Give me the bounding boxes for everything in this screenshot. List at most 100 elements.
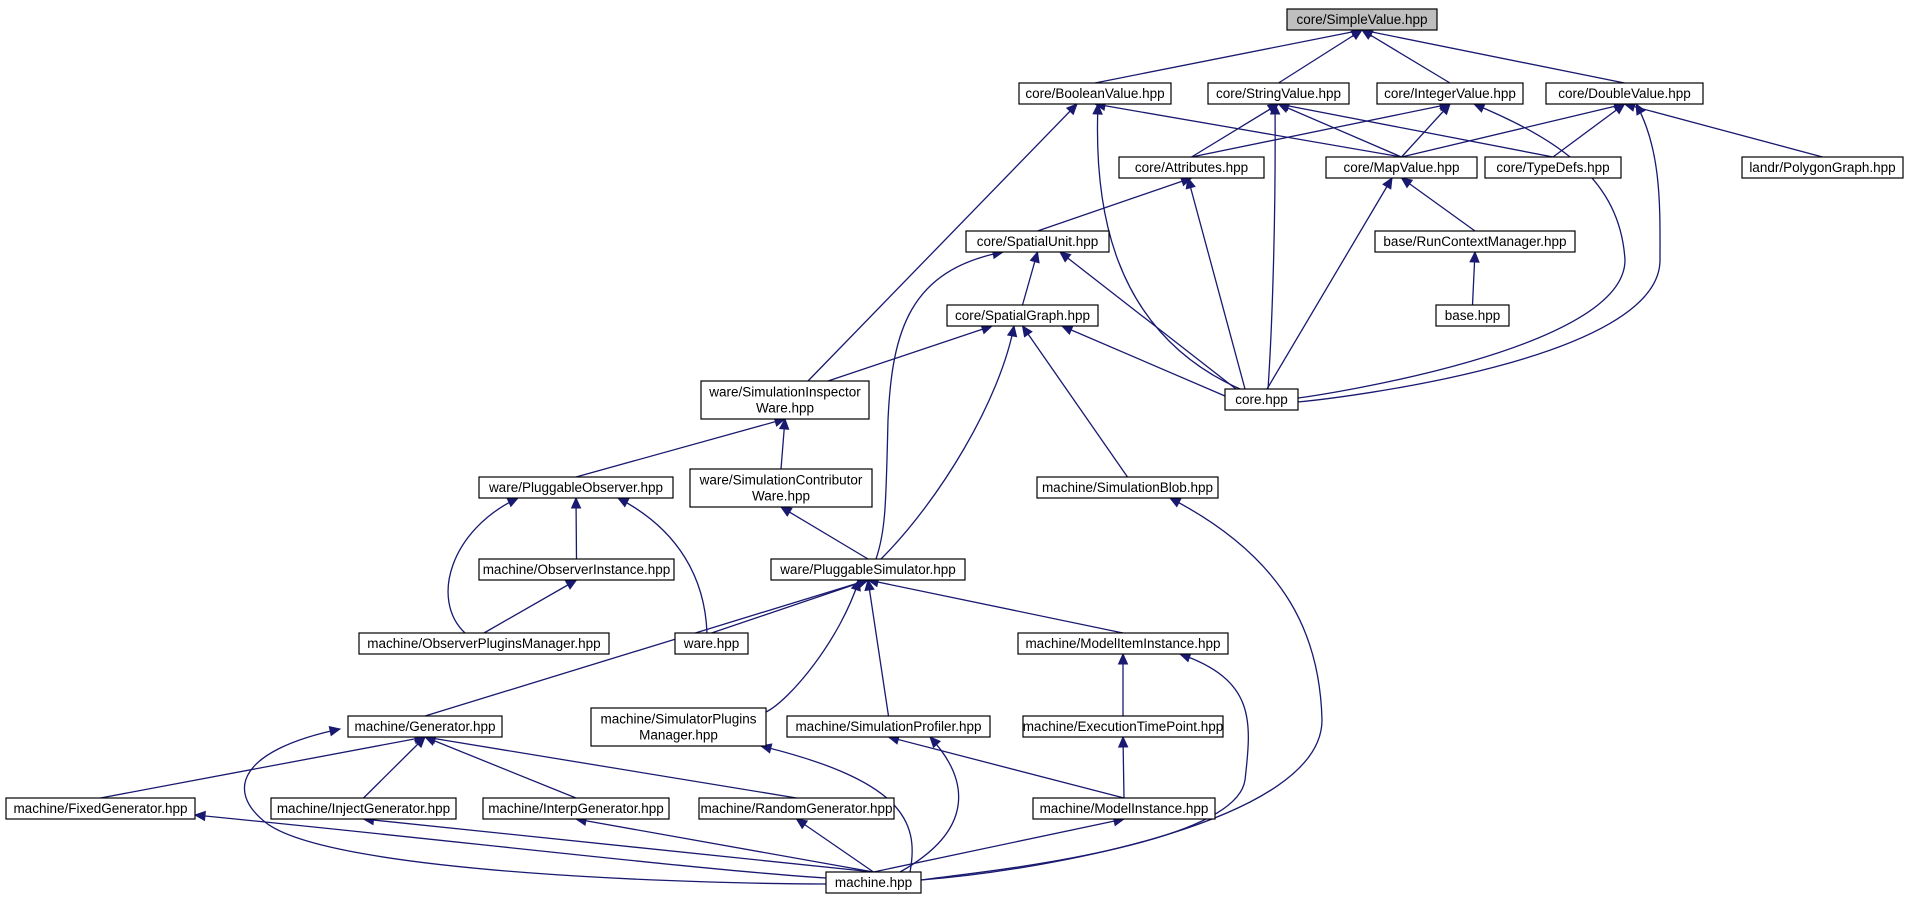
node-label: ware/PluggableSimulator.hpp [779,562,956,577]
edge-basehpp-includes-runcontextmanager [1469,250,1480,306]
edge-executiontimepoint-includes-modeliteminstance [1117,652,1129,716]
node-observerpluginsmanager[interactable]: machine/ObserverPluginsManager.hpp [358,632,610,655]
edge-machinehpp-includes-generator [243,725,827,885]
edge-pluggablesimulator-includes-simulationcontributorware [779,506,869,560]
edge-line [100,736,426,799]
edge-line [920,497,1323,881]
arrowhead-icon [328,725,342,737]
node-typedefs[interactable]: core/TypeDefs.hpp [1484,156,1622,179]
edge-mapvalue-includes-integervalue [1401,103,1451,158]
edge-doublevalue-includes-simplevalue [1360,26,1625,84]
edge-line [617,497,708,634]
arrowhead-icon [413,736,426,749]
node-corehpp[interactable]: core.hpp [1224,388,1299,411]
node-integervalue[interactable]: core/IntegerValue.hpp [1376,82,1524,105]
node-generator[interactable]: machine/Generator.hpp [347,715,503,738]
node-box [590,707,767,747]
edge-machinehpp-includes-interpgenerator [574,815,874,873]
node-box [5,797,196,820]
node-simplevalue[interactable]: core/SimpleValue.hpp [1286,8,1438,31]
arrowhead-icon [850,578,861,592]
node-box [1224,388,1299,411]
node-spatialgraph[interactable]: core/SpatialGraph.hpp [946,304,1099,327]
node-basehpp[interactable]: base.hpp [1435,304,1510,327]
node-label: machine/FixedGenerator.hpp [13,801,187,816]
node-observerinstance[interactable]: machine/ObserverInstance.hpp [478,558,675,581]
edge-line [424,736,797,799]
edge-corehpp-includes-attributes [1185,176,1246,390]
node-simulationblob[interactable]: machine/SimulationBlob.hpp [1036,476,1219,499]
node-box [358,632,610,655]
node-runcontextmanager[interactable]: base/RunContextManager.hpp [1374,230,1576,253]
node-box [698,797,895,820]
node-polygongraph[interactable]: landr/PolygonGraph.hpp [1741,156,1904,179]
node-pluggableobserver[interactable]: ware/PluggableObserver.hpp [478,476,674,499]
node-booleanvalue[interactable]: core/BooleanValue.hpp [1018,82,1172,105]
node-machinehpp[interactable]: machine.hpp [825,871,922,894]
node-box [478,476,674,499]
edge-line [1401,177,1476,232]
node-box [1435,304,1510,327]
edge-machinehpp-includes-fixedgenerator [193,810,827,879]
node-stringvalue[interactable]: core/StringValue.hpp [1207,82,1350,105]
edge-line [1059,251,1237,390]
node-label: core.hpp [1235,392,1288,407]
edge-line [873,818,1125,873]
node-doublevalue[interactable]: core/DoubleValue.hpp [1545,82,1704,105]
edge-interpgenerator-includes-generator [423,736,577,799]
node-executiontimepoint[interactable]: machine/ExecutionTimePoint.hpp [1022,715,1224,738]
node-attributes[interactable]: core/Attributes.hpp [1118,156,1265,179]
edge-line [1187,177,1246,390]
node-modelinstance[interactable]: machine/ModelInstance.hpp [1032,797,1216,820]
edge-line [194,814,827,879]
node-label: machine/ModelItemInstance.hpp [1025,636,1220,651]
edge-pluggablesimulator-includes-spatialunit [875,248,1005,560]
node-warehpp[interactable]: ware.hpp [674,632,749,655]
node-box [1118,156,1265,179]
edge-line [1552,103,1625,158]
edge-line [1021,325,1129,478]
edge-observerpluginsmanager-includes-observerinstance [483,579,578,634]
node-box [1325,156,1478,179]
node-spatialunit[interactable]: core/SpatialUnit.hpp [965,230,1110,253]
edge-line [1361,29,1625,84]
node-label: core/MapValue.hpp [1343,160,1459,175]
node-box [700,380,870,420]
arrowhead-icon [1060,325,1074,335]
edge-integervalue-includes-simplevalue [1360,29,1451,84]
edge-line [880,325,1015,560]
node-label: core/TypeDefs.hpp [1496,160,1609,175]
edge-spatialunit-includes-attributes [1037,176,1193,232]
edge-stringvalue-includes-simplevalue [1278,29,1364,84]
node-pluggablesimulator[interactable]: ware/PluggableSimulator.hpp [770,558,966,581]
node-box [786,715,991,738]
edge-line [796,818,874,873]
edge-line [711,579,869,634]
node-box [1036,476,1219,499]
arrowhead-icon [1117,652,1129,665]
edge-line [1191,103,1451,158]
edge-simulationblob-includes-spatialgraph [1021,324,1129,478]
edge-machinehpp-includes-injectgenerator [362,814,874,873]
node-layer: core/SimpleValue.hpp core/BooleanValue.hp… [5,8,1904,894]
node-fixedgenerator[interactable]: machine/FixedGenerator.hpp [5,797,196,820]
edge-modelinstance-includes-simulationprofiler [887,734,1125,799]
node-interpgenerator[interactable]: machine/InterpGenerator.hpp [482,797,670,820]
node-randomgenerator[interactable]: machine/RandomGenerator.hpp [698,797,895,820]
edge-fixedgenerator-includes-generator [100,733,427,799]
node-injectgenerator[interactable]: machine/InjectGenerator.hpp [270,797,457,820]
edge-injectgenerator-includes-generator [363,736,426,799]
node-modeliteminstance[interactable]: machine/ModelItemInstance.hpp [1017,632,1229,655]
node-mapvalue[interactable]: core/MapValue.hpp [1325,156,1478,179]
arrowhead-icon [779,506,793,517]
node-simulationprofiler[interactable]: machine/SimulationProfiler.hpp [786,715,991,738]
node-label: ware/PluggableObserver.hpp [488,480,663,495]
edge-line [1401,103,1625,158]
arrowhead-icon [1092,102,1103,115]
arrowhead-icon [778,417,790,430]
edge-spatialgraph-includes-spatialunit [1021,250,1040,306]
arrowhead-icon [795,818,809,830]
